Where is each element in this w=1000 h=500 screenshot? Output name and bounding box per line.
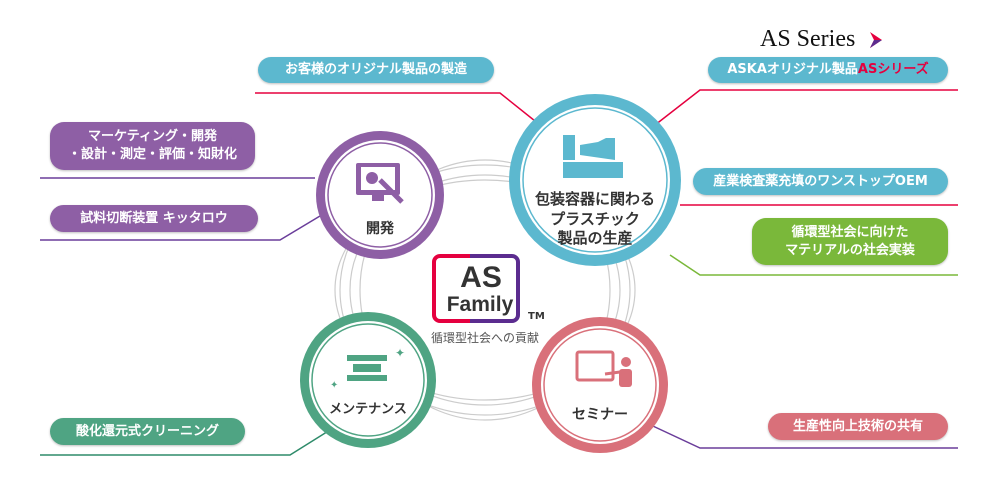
- as-family-logo: [432, 254, 520, 323]
- circle-label-maintenance: メンテナンス: [329, 402, 407, 417]
- pill-marketing[interactable]: マーケティング・開発・設計・測定・評価・知財化: [50, 122, 255, 170]
- monitor-gear-icon: [356, 163, 404, 204]
- svg-text:✦: ✦: [330, 380, 338, 391]
- svg-text:✦: ✦: [395, 346, 405, 360]
- circle-label-production: 包装容器に関わるプラスチック製品の生産: [525, 190, 665, 249]
- pill-sample-cutter[interactable]: 試料切断装置 キッタロウ: [50, 205, 258, 232]
- line: プラスチック: [550, 209, 640, 228]
- press-machine-icon: ✦✦: [330, 346, 405, 391]
- connector-lines: [40, 89, 958, 456]
- pill-custom-manufacturing[interactable]: お客様のオリジナル製品の製造: [258, 57, 494, 83]
- line: 包装容器に関わる: [534, 190, 655, 208]
- circle-label-development: 開発: [366, 221, 394, 237]
- pill-tech-sharing[interactable]: 生産性向上技術の共有: [768, 413, 948, 440]
- logo-caption: 循環型社会への貢献: [430, 331, 539, 345]
- circle-development: [316, 131, 444, 259]
- connecting-rings: [334, 159, 636, 421]
- pill-cleaning[interactable]: 酸化還元式クリーニング: [50, 418, 245, 445]
- logo-as: AS: [460, 261, 502, 294]
- line: 循環型社会に向けた: [791, 224, 909, 240]
- as-series-arrow-icon: [870, 32, 882, 48]
- logo-tm: TM: [528, 311, 545, 322]
- line: マテリアルの社会実装: [785, 242, 915, 258]
- pill-aska-original[interactable]: ASKAオリジナル製品 ASシリーズ: [708, 57, 948, 83]
- line: ・設計・測定・評価・知財化: [67, 147, 237, 162]
- circle-maintenance: ✦✦: [300, 312, 436, 448]
- line: 製品の生産: [557, 229, 633, 247]
- packaging-machine-icon: [563, 135, 623, 178]
- line: マーケティング・開発: [88, 129, 217, 145]
- circle-production: [509, 94, 681, 266]
- pill-circular-society[interactable]: 循環型社会に向けたマテリアルの社会実装: [752, 218, 948, 265]
- circle-seminar: [532, 317, 668, 453]
- presenter-icon: [575, 350, 632, 387]
- pill-accent-text: ASシリーズ: [857, 62, 929, 78]
- pill-text: ASKAオリジナル製品: [727, 62, 858, 78]
- as-series-logo: AS Series: [760, 26, 856, 52]
- circle-label-seminar: セミナー: [572, 407, 628, 423]
- logo-family: Family: [446, 293, 514, 316]
- pill-oem[interactable]: 産業検査薬充填のワンストップOEM: [693, 168, 948, 195]
